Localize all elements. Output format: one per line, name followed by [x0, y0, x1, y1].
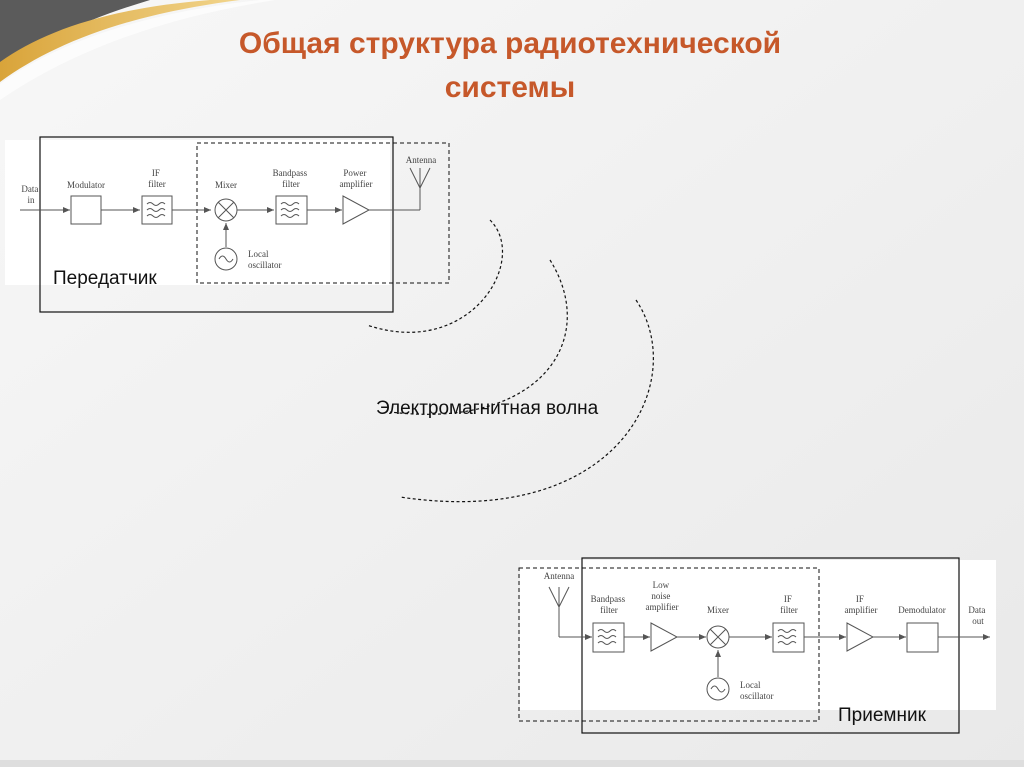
electromagnetic-wave: Электромагнитная волна [366, 219, 654, 503]
wave-arc-1 [366, 219, 503, 333]
rx-demodulator-label: Demodulator [898, 605, 946, 615]
rx-lna-label: Low noise amplifier [646, 580, 679, 612]
tx-antenna-label: Antenna [406, 155, 437, 165]
rx-lna-triangle [650, 622, 679, 652]
rx-local-oscillator-symbol [706, 677, 730, 701]
tx-if-filter-label: IF filter [148, 168, 166, 189]
tx-modulator-label: Modulator [67, 180, 105, 190]
tx-bandpass-filter-label: Bandpass filter [273, 168, 310, 189]
title-line-2: системы [444, 71, 576, 104]
wave-label: Электромагнитная волна [376, 398, 599, 419]
receiver-frame [581, 557, 960, 734]
receiver-label: Приемник [838, 705, 927, 726]
transmitter-block: Data in Modulator IF filter Mixer [20, 136, 450, 313]
tx-data-in-label: Data in [21, 184, 40, 205]
rx-mixer-label: Mixer [707, 605, 729, 615]
title-line-1: Общая структура радиотехнической [238, 27, 782, 60]
tx-local-oscillator-label: Local oscillator [248, 249, 282, 270]
transmitter-rf-section-dashed [196, 142, 450, 284]
rx-data-out-label: Data out [968, 605, 987, 626]
rx-demodulator-block [906, 622, 939, 653]
corner-swoosh-decoration [0, 0, 275, 100]
rx-local-oscillator-label: Local oscillator [740, 680, 774, 701]
rx-mixer-symbol [706, 625, 730, 649]
rx-if-filter-block [772, 622, 805, 653]
rx-if-filter-label: IF filter [780, 594, 798, 615]
transmitter-frame [39, 136, 394, 313]
receiver-rf-section-dashed [518, 567, 820, 722]
tx-antenna-icon [409, 167, 431, 189]
tx-mixer-label: Mixer [215, 180, 237, 190]
rx-antenna-icon [548, 586, 570, 608]
tx-modulator-block [70, 195, 102, 225]
wave-arc-2 [389, 259, 568, 415]
tx-local-oscillator-symbol [214, 247, 238, 271]
tx-bandpass-filter-block [275, 195, 308, 225]
rx-if-amplifier-triangle [846, 622, 875, 652]
rx-bandpass-filter-label: Bandpass filter [591, 594, 628, 615]
rx-bandpass-filter-block [592, 622, 625, 653]
receiver-block: Antenna Bandpass filter Low noise amplif… [518, 557, 990, 734]
rx-antenna-label: Antenna [544, 571, 575, 581]
rx-if-amplifier-label: IF amplifier [845, 594, 878, 615]
tx-power-amplifier-triangle [342, 195, 371, 225]
transmitter-label: Передатчик [53, 268, 157, 289]
slide-title: Общая структура радиотехнической системы [140, 22, 880, 110]
tx-mixer-symbol [214, 198, 238, 222]
tx-if-filter-block [141, 195, 173, 225]
tx-power-amplifier-label: Power amplifier [340, 168, 373, 189]
wave-arc-3 [399, 299, 654, 503]
